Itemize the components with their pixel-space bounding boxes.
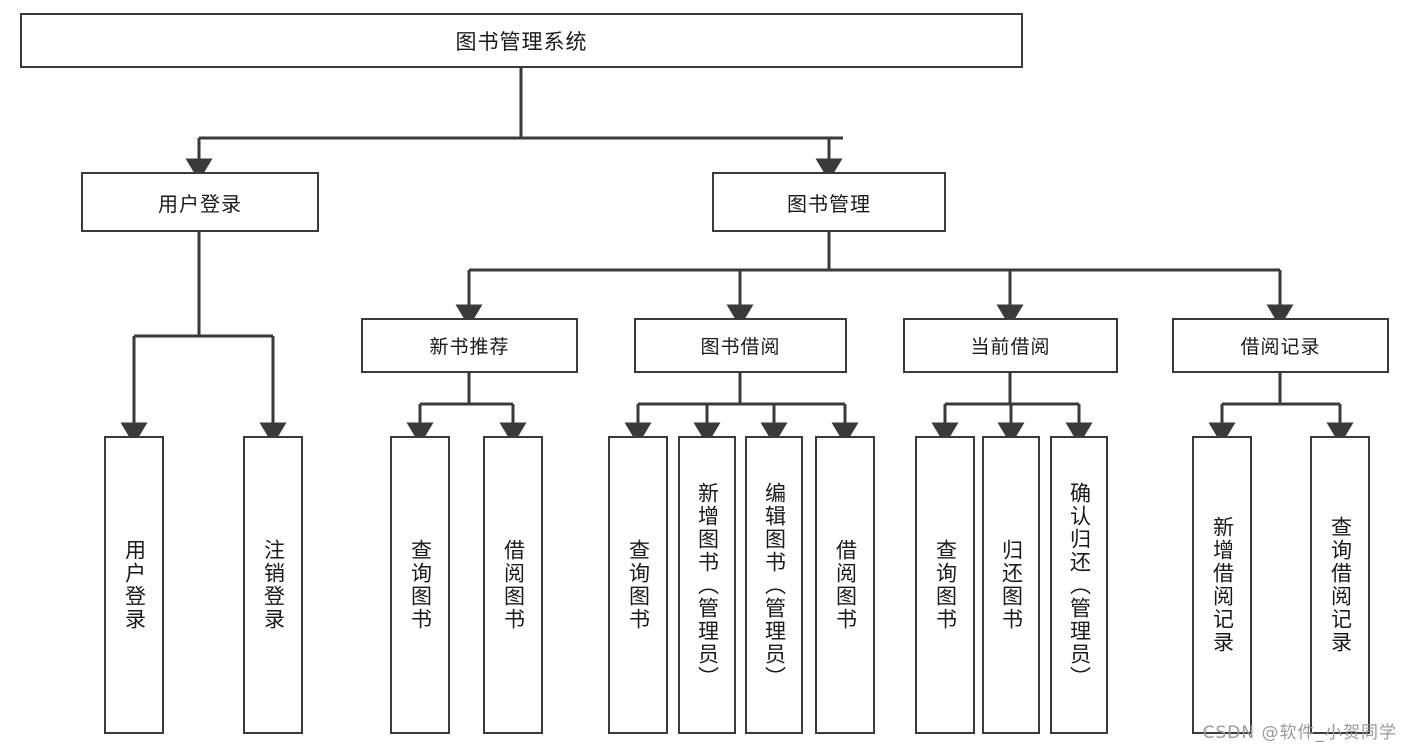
node-level2-current-borrow[interactable]: 当前借阅: [903, 318, 1118, 373]
node-level2-new-book-recommend[interactable]: 新书推荐: [361, 318, 578, 373]
node-leaf[interactable]: 归还图书: [982, 436, 1040, 734]
node-level2-book-borrow-label: 图书借阅: [700, 336, 781, 358]
node-leaf[interactable]: 新增图书（管理员）: [678, 436, 736, 734]
node-level2-borrow-records[interactable]: 借阅记录: [1172, 318, 1389, 373]
node-leaf[interactable]: 编辑图书（管理员）: [745, 436, 803, 734]
node-level1-book-management-label: 图书管理: [787, 191, 871, 216]
node-leaf[interactable]: 注销登录: [243, 436, 303, 734]
node-leaf-label: 新增借阅记录: [1210, 516, 1235, 654]
node-level1-user-login-label: 用户登录: [158, 191, 242, 216]
node-level2-borrow-records-label: 借阅记录: [1240, 336, 1321, 358]
node-leaf-label: 查询图书: [626, 539, 651, 631]
csdn-watermark: CSDN @软件_小贺同学: [1202, 723, 1397, 743]
node-leaf-label: 确认归还（管理员）: [1067, 481, 1092, 689]
node-leaf-label: 查询图书: [408, 539, 433, 631]
node-leaf[interactable]: 查询图书: [608, 436, 668, 734]
node-level1-book-management[interactable]: 图书管理: [712, 172, 946, 232]
node-leaf[interactable]: 新增借阅记录: [1192, 436, 1252, 734]
node-leaf[interactable]: 查询图书: [915, 436, 975, 734]
node-leaf-label: 借阅图书: [501, 539, 526, 631]
node-leaf-label: 借阅图书: [833, 539, 858, 631]
node-leaf[interactable]: 借阅图书: [483, 436, 543, 734]
node-level1-user-login[interactable]: 用户登录: [81, 172, 319, 232]
node-level2-current-borrow-label: 当前借阅: [970, 336, 1051, 358]
node-leaf-label: 查询借阅记录: [1328, 516, 1353, 654]
node-leaf[interactable]: 用户登录: [104, 436, 164, 734]
node-leaf[interactable]: 查询图书: [390, 436, 450, 734]
node-root[interactable]: 图书管理系统: [20, 13, 1023, 68]
node-leaf-label: 注销登录: [261, 539, 286, 631]
node-leaf-label: 归还图书: [999, 539, 1024, 631]
node-leaf[interactable]: 确认归还（管理员）: [1050, 436, 1108, 734]
node-leaf[interactable]: 查询借阅记录: [1310, 436, 1370, 734]
node-leaf-label: 用户登录: [122, 539, 147, 631]
node-leaf-label: 查询图书: [933, 539, 958, 631]
node-leaf-label: 编辑图书（管理员）: [762, 481, 787, 689]
node-level2-new-book-recommend-label: 新书推荐: [429, 336, 510, 358]
node-root-label: 图书管理系统: [455, 29, 588, 54]
node-level2-book-borrow[interactable]: 图书借阅: [634, 318, 847, 373]
node-leaf-label: 新增图书（管理员）: [695, 481, 720, 689]
node-leaf[interactable]: 借阅图书: [815, 436, 875, 734]
